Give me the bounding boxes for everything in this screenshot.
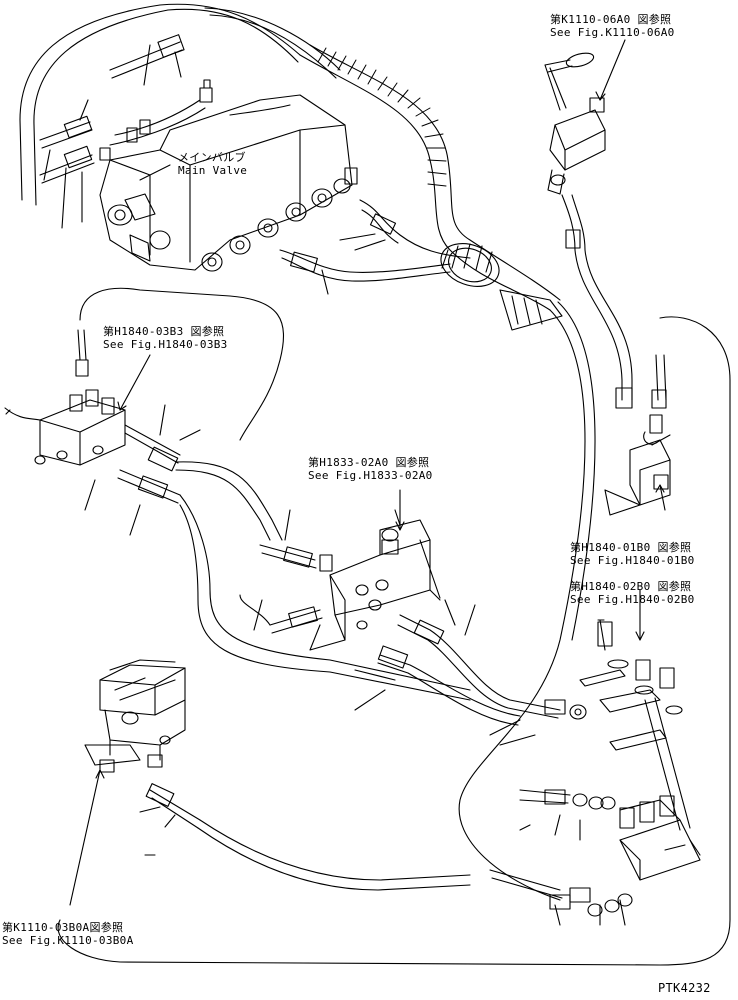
- callout-h1840-02b0-jp: 第H1840-02B0 図参照: [570, 580, 692, 593]
- callout-h1840-03b3[interactable]: 第H1840-03B3 図参照 See Fig.H1840-03B3: [103, 325, 228, 351]
- callout-k1110-03b0a[interactable]: 第K1110-03B0A図参照 See Fig.K1110-03B0A: [2, 921, 134, 947]
- main-valve-jp: メインバルブ: [178, 151, 246, 164]
- callout-k1110-06a0-en: See Fig.K1110-06A0: [550, 26, 675, 39]
- ppc-lever-bottom-left: [84, 659, 471, 891]
- callout-h1840-01b0[interactable]: 第H1840-01B0 図参照 See Fig.H1840-01B0: [570, 541, 695, 567]
- callout-h1840-02b0-en: See Fig.H1840-02B0: [570, 593, 695, 606]
- main-valve-en: Main Valve: [178, 164, 248, 177]
- ppc-block-right: [57, 316, 731, 966]
- valve-outlet-hoses: [279, 199, 471, 295]
- upper-left-fittings: [39, 34, 185, 229]
- callout-main-valve[interactable]: メインバルブ Main Valve: [178, 151, 247, 177]
- long-right-hose: [458, 309, 586, 901]
- callout-h1840-03b3-jp: 第H1840-03B3 図参照: [103, 325, 225, 338]
- drawing-id: PTK4232: [658, 981, 711, 995]
- callout-h1840-01b0-jp: 第H1840-01B0 図参照: [570, 541, 692, 554]
- callout-k1110-06a0-jp: 第K1110-06A0 図参照: [550, 13, 672, 26]
- callout-k1110-06a0[interactable]: 第K1110-06A0 図参照 See Fig.K1110-06A0: [550, 13, 675, 39]
- spiral-hose-bundle: [299, 44, 563, 331]
- center-valve-block: [239, 509, 441, 651]
- callout-h1840-02b0[interactable]: 第H1840-02B0 図参照 See Fig.H1840-02B0: [570, 580, 695, 606]
- center-outlet-hoses: [354, 599, 587, 746]
- valve-top-fittings: [99, 79, 358, 185]
- ppc-lever-valve: [544, 52, 633, 409]
- callout-h1840-01b0-en: See Fig.H1840-01B0: [570, 554, 695, 567]
- callout-h1840-03b3-en: See Fig.H1840-03B3: [103, 338, 228, 351]
- callout-k1110-03b0a-en: See Fig.K1110-03B0A: [2, 934, 134, 947]
- callout-h1833-02a0-en: See Fig.H1833-02A0: [308, 469, 433, 482]
- callout-leaders: [69, 39, 666, 906]
- ppc-block-left: [4, 287, 471, 701]
- callout-h1833-02a0-jp: 第H1833-02A0 図参照: [308, 456, 430, 469]
- callout-h1833-02a0[interactable]: 第H1833-02A0 図参照 See Fig.H1833-02A0: [308, 456, 433, 482]
- top-return-hoses: [19, 3, 341, 206]
- bottom-right-bracket: [489, 619, 701, 926]
- callout-k1110-03b0a-jp: 第K1110-03B0A図参照: [2, 921, 124, 934]
